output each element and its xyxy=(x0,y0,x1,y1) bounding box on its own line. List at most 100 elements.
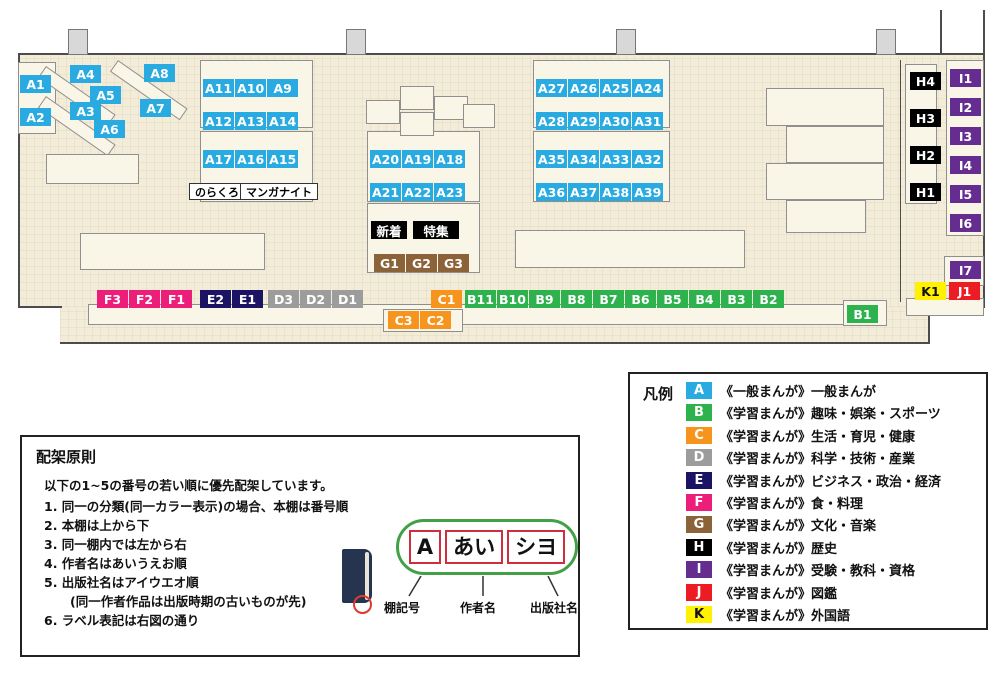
principles-line: 6. ラベル表記は右図の通り xyxy=(44,613,200,628)
shelf-label-I5: I5 xyxy=(950,185,981,203)
shelf-label-B5: B5 xyxy=(657,290,688,308)
shelf-label-A1: A1 xyxy=(20,75,51,93)
wall-right xyxy=(983,53,985,308)
shelf-label-A2: A2 xyxy=(20,108,51,126)
legend-chip-j: J xyxy=(686,583,712,601)
legend-title: 凡例 xyxy=(643,385,674,403)
wall-top xyxy=(18,53,985,55)
principles-line: 5. 出版社名はアイウエオ順 xyxy=(44,575,199,590)
shelf-label-A24: A24 xyxy=(632,79,664,97)
shelf-label-D2: D2 xyxy=(300,290,331,308)
legend-category: 《学習まんが》 xyxy=(720,564,812,580)
book-spine-illustration xyxy=(342,549,372,603)
shelf-label-I2: I2 xyxy=(950,98,981,116)
legend-chip-h: H xyxy=(686,538,712,556)
pillar xyxy=(68,29,88,55)
legend-label: 外国語 xyxy=(811,608,851,624)
shelf-unit xyxy=(906,298,984,316)
shelf-unit xyxy=(786,126,884,163)
wall-right-lower xyxy=(928,307,930,344)
shelf-row-a28: A28 A29 A30 A31 xyxy=(536,112,664,130)
legend-label: 食・料理 xyxy=(811,496,864,512)
shelf-label-B6: B6 xyxy=(625,290,656,308)
shelf-label-A17: A17 xyxy=(203,150,235,168)
annotation-shelf-code: 棚記号 xyxy=(384,601,421,615)
shelf-label-A5: A5 xyxy=(90,86,121,104)
shelf-label-H1: H1 xyxy=(910,183,941,201)
legend-category: 《一般まんが》 xyxy=(720,385,812,400)
shelf-label-F3: F3 xyxy=(97,290,128,308)
legend-item-j: J 《学習まんが》図鑑 xyxy=(686,583,941,602)
legend-item-i: I 《学習まんが》受験・教科・資格 xyxy=(686,561,941,580)
shelf-label-A35: A35 xyxy=(536,150,568,168)
shelf-label-A6: A6 xyxy=(94,120,125,138)
legend-item-a: A 《一般まんが》一般まんが xyxy=(686,382,941,400)
legend-item-g: G 《学習まんが》文化・音楽 xyxy=(686,516,941,535)
shelf-label-G1: G1 xyxy=(374,254,405,272)
shelf-label-A10: A10 xyxy=(235,79,267,97)
shelf-label-A8: A8 xyxy=(144,64,175,82)
legend-item-k: K 《学習まんが》外国語 xyxy=(686,605,941,624)
shelf-label-B1: B1 xyxy=(847,305,878,323)
tag-feature: 特集 xyxy=(413,221,459,239)
legend-category: 《学習まんが》 xyxy=(720,407,812,423)
label-example-callout: A あい シヨ xyxy=(396,519,578,575)
shelf-unit xyxy=(463,104,495,128)
shelf-row-e: E2 E1 xyxy=(200,290,263,308)
legend-label: 生活・育児・健康 xyxy=(811,429,916,445)
legend-item-c: C 《学習まんが》生活・育児・健康 xyxy=(686,426,941,445)
shelf-label-A37: A37 xyxy=(568,183,600,201)
shelf-label-A9: A9 xyxy=(267,79,299,97)
shelf-label-A38: A38 xyxy=(600,183,632,201)
shelf-row-b: B11 B10 B9 B8 B7 B6 B5 B4 B3 B2 xyxy=(465,290,784,308)
shelf-label-A25: A25 xyxy=(600,79,632,97)
shelf-label-I6: I6 xyxy=(950,214,981,232)
shelf-label-J1: J1 xyxy=(949,282,980,300)
legend-label: ビジネス・政治・経済 xyxy=(811,474,942,490)
legend-chip-k: K xyxy=(686,605,712,623)
shelf-label-A11: A11 xyxy=(203,79,235,97)
legend-rows: A 《一般まんが》一般まんが B 《学習まんが》趣味・娯楽・スポーツ C 《学習… xyxy=(686,382,942,624)
shelf-label-C2: C2 xyxy=(420,311,451,329)
legend-chip-c: C xyxy=(686,426,712,444)
annotation-publisher: 出版社名 xyxy=(530,601,579,615)
principles-line: 1. 同一の分類(同一カラー表示)の場合、本棚は番号順 xyxy=(44,499,349,514)
shelf-label-A4: A4 xyxy=(70,65,101,83)
shelf-label-I4: I4 xyxy=(950,156,981,174)
shelf-unit xyxy=(515,230,745,268)
shelf-label-A26: A26 xyxy=(568,79,600,97)
label-highlight-circle xyxy=(353,595,372,614)
annotation-author: 作者名 xyxy=(460,601,497,615)
legend-label: 文化・音楽 xyxy=(811,519,877,535)
principles-intro: 以下の1~5の番号の若い順に優先配架しています。 xyxy=(44,478,333,493)
shelf-label-A7: A7 xyxy=(140,99,171,117)
legend-label: 図鑑 xyxy=(811,586,838,602)
shelf-row-a12: A12 A13 A14 xyxy=(203,112,299,130)
shelf-row-f: F3 F2 F1 xyxy=(97,290,192,308)
principles-line: 3. 同一棚内では左から右 xyxy=(44,537,187,552)
shelf-row-a21: A21 A22 A23 xyxy=(370,183,466,201)
leader-lines xyxy=(408,576,559,597)
shelf-label-B4: B4 xyxy=(689,290,720,308)
label-example-publisher: シヨ xyxy=(507,530,566,564)
shelf-label-A34: A34 xyxy=(568,150,600,168)
shelf-label-A12: A12 xyxy=(203,112,235,130)
principles-line: (同一作者作品は出版時期の古いものが先) xyxy=(70,594,307,609)
shelf-label-H4: H4 xyxy=(910,72,941,90)
shelf-label-B7: B7 xyxy=(593,290,624,308)
shelf-label-B11: B11 xyxy=(465,290,496,308)
shelf-label-A28: A28 xyxy=(536,112,568,130)
shelf-label-F1: F1 xyxy=(161,290,192,308)
shelf-row-g: G1 G2 G3 xyxy=(374,254,469,272)
shelf-unit xyxy=(434,96,468,120)
pillar xyxy=(346,29,366,55)
shelf-label-E1: E1 xyxy=(232,290,263,308)
legend-box: 凡例 A 《一般まんが》一般まんが B 《学習まんが》趣味・娯楽・スポーツ C … xyxy=(628,372,988,630)
legend-chip-b: B xyxy=(686,404,712,422)
legend-item-d: D 《学習まんが》科学・技術・産業 xyxy=(686,449,941,467)
shelf-label-C1: C1 xyxy=(431,290,462,308)
legend-chip-a: A xyxy=(686,382,712,399)
legend-label: 受験・教科・資格 xyxy=(811,564,916,580)
shelf-label-H2: H2 xyxy=(910,146,941,164)
shelf-row-a36: A36 A37 A38 A39 xyxy=(536,183,664,201)
